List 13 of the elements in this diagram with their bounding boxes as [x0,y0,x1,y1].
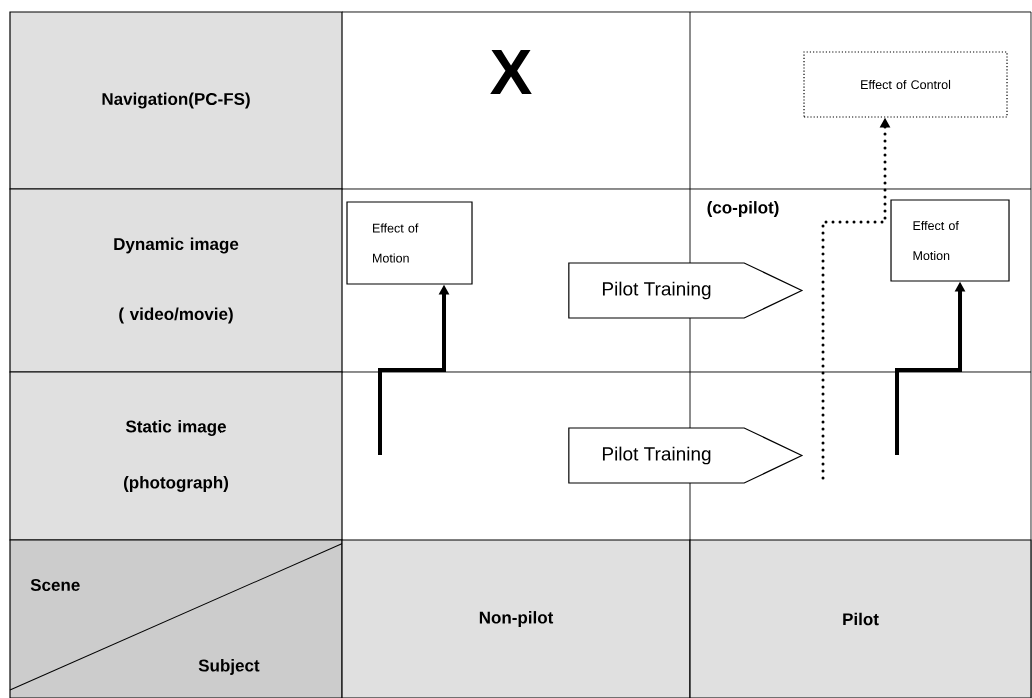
header-cell: Dynamic image ( video/movie) [9,188,343,373]
header-cell: Non-pilot [341,539,691,698]
text-box: Effect of Motion [346,201,473,285]
pentagon-arrow-box: Pilot Training [568,427,804,484]
cross-mark: X [490,49,532,94]
pentagon-arrow-box: Pilot Training [568,262,804,319]
text-box: Effect of Motion [890,199,1010,282]
header-cell: Static image (photograph) [9,371,343,541]
header-cell: Navigation(PC-FS) [9,11,343,190]
dotted-box: Effect of Control [803,51,1008,118]
corner-cell: Scene Subject [9,539,349,698]
annotation-text: (co-pilot) [707,201,779,217]
header-cell: Pilot [689,539,1032,698]
